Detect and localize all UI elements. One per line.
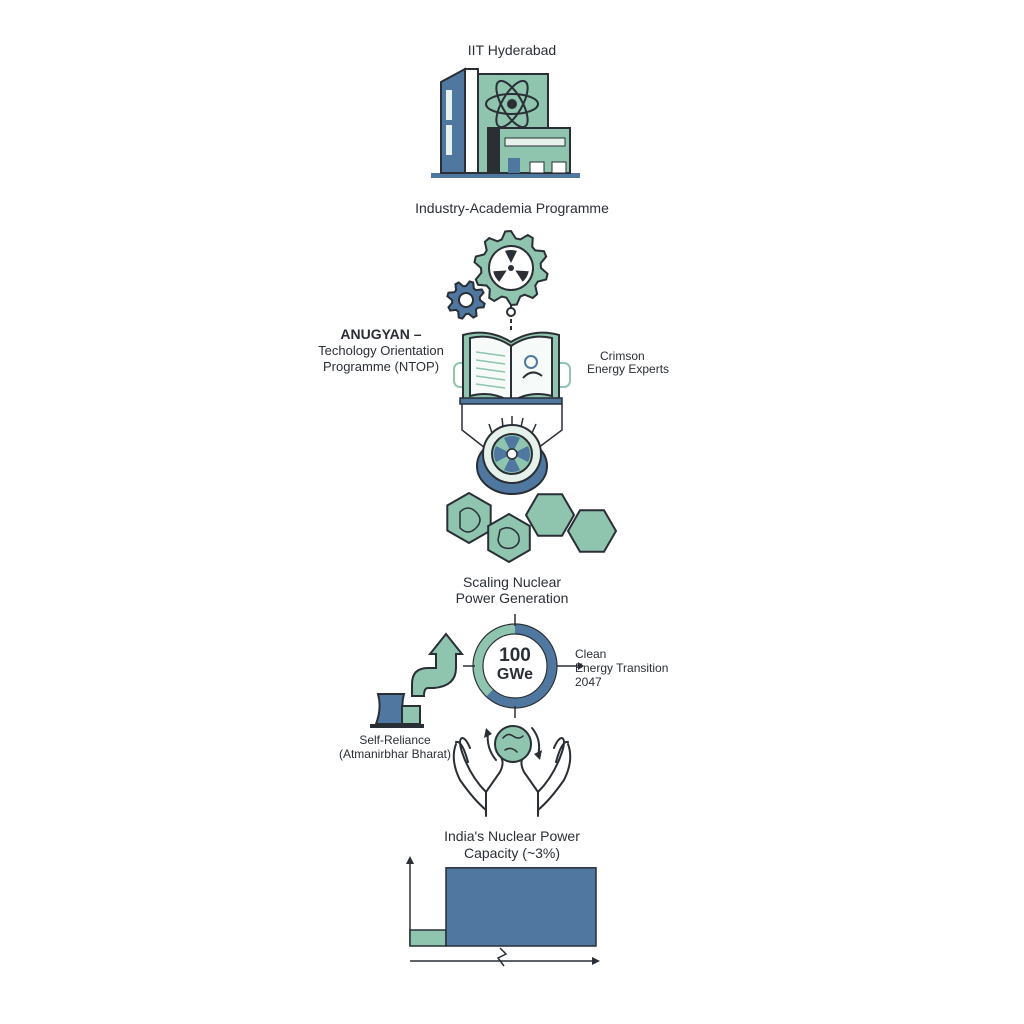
hands-globe-icon [452,725,572,817]
building-atom-icon [431,67,580,178]
molecule-hexagons-icon [446,491,618,564]
funnel-lines [461,404,563,449]
connector-node [506,307,516,317]
anugyan-line3: Programme (NTOP) [322,359,440,374]
capacity-chart [406,856,600,967]
target-value: 100 [499,645,531,666]
small-gear-icon [446,280,486,320]
cooling-tower-icon [370,693,424,728]
target-ring [463,614,558,718]
experts-line2: Energy Experts [587,362,670,376]
selfreliance-line2: (Atmanirbhar Bharat) [338,747,452,761]
anugyan-line2: Techology Orientation [318,343,444,358]
target-unit: GWe [496,666,534,683]
anugyan-title: ANUGYAN – [340,326,422,342]
open-book-icon [453,331,571,405]
scaling-line2: Power Generation [455,590,569,606]
capacity-line2: Capacity (~3%) [463,845,561,861]
clean-line1: Clean [575,647,607,661]
experts-line1: Crimson [600,349,645,363]
bar-current-capacity [409,929,447,947]
programme-subtitle: Industry-Academia Programme [415,200,609,216]
capacity-line1: India's Nuclear Power [444,828,580,844]
arrow-to-clean-energy [557,662,584,670]
growth-arrow-icon [411,632,465,697]
clean-line2: Energy Transition [575,661,669,675]
selfreliance-line1: Self-Reliance [359,733,431,747]
x-axis-arrow [592,957,600,965]
institute-title: IIT Hyderabad [467,42,557,58]
bar-target-capacity [445,867,597,947]
scaling-line1: Scaling Nuclear [462,574,562,590]
gear-radiation-icon [473,229,549,307]
y-axis-arrow [406,856,414,864]
clean-line3: 2047 [575,675,602,689]
reactor-core-icon [476,416,548,495]
axis-break [496,947,508,967]
